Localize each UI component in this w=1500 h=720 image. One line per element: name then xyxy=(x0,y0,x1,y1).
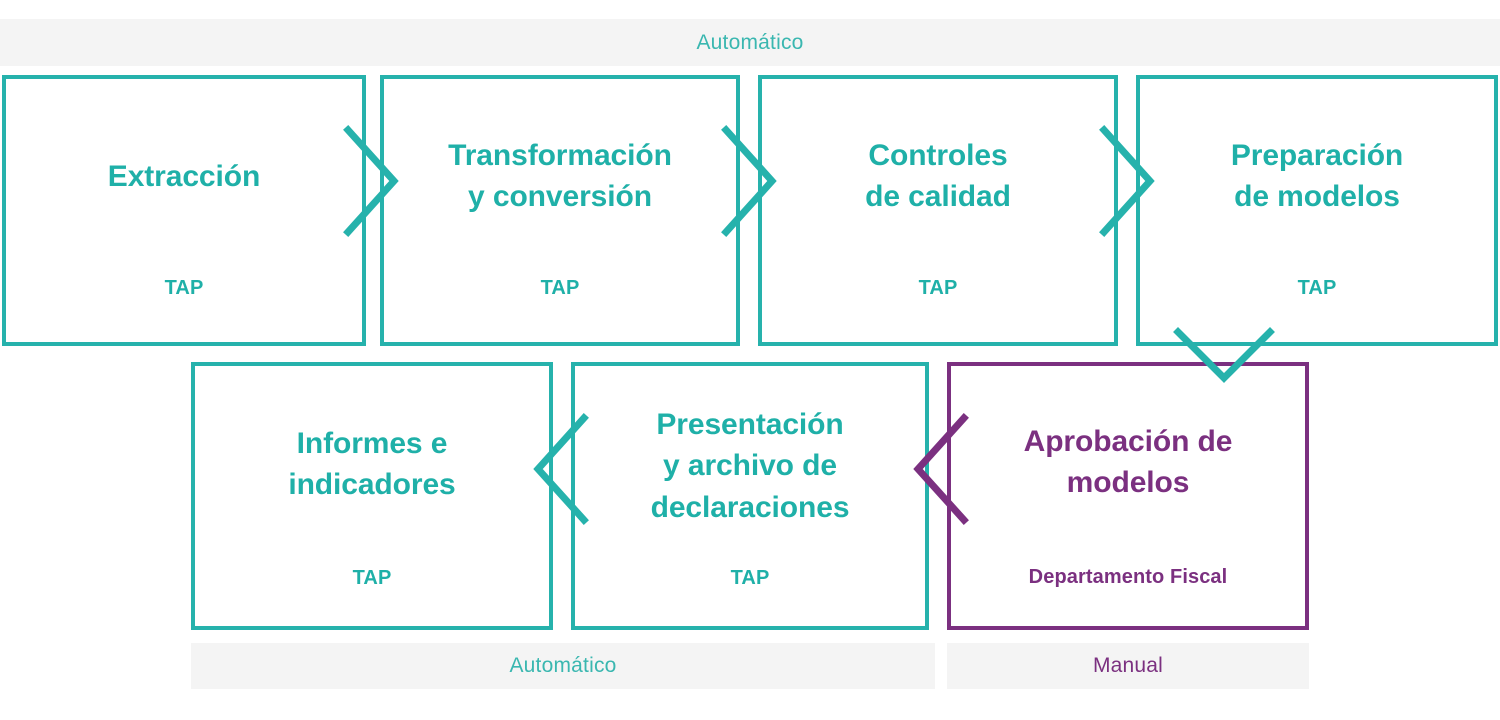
process-box-aprobacion-de-modelos[interactable]: Aprobación de modelos Departamento Fisca… xyxy=(947,362,1309,630)
process-title: Preparación de modelos xyxy=(1230,139,1404,214)
process-owner: TAP xyxy=(1297,277,1337,299)
process-title: Presentación y archivo de declaraciones xyxy=(650,408,850,524)
band-bottom-manual: Manual xyxy=(947,643,1309,689)
process-box-informes-e-indicadores[interactable]: Informes e indicadores TAP xyxy=(191,362,553,630)
process-box-presentacion-y-archivo[interactable]: Presentación y archivo de declaraciones … xyxy=(571,362,929,630)
process-owner: TAP xyxy=(730,567,770,589)
process-owner: TAP xyxy=(918,277,958,299)
process-title: Transformación y conversión xyxy=(448,139,672,214)
process-owner: TAP xyxy=(352,567,392,589)
process-box-controles-de-calidad[interactable]: Controles de calidad TAP xyxy=(758,75,1118,346)
band-bottom-right-label: Manual xyxy=(1092,654,1164,677)
band-top-label: Automático xyxy=(696,30,804,54)
process-title: Controles de calidad xyxy=(865,139,1011,214)
band-top-automatico: Automático xyxy=(0,19,1500,66)
band-bottom-automatico: Automático xyxy=(191,643,935,689)
process-title: Informes e indicadores xyxy=(288,427,456,502)
process-title: Extracción xyxy=(107,160,261,193)
band-bottom-left-label: Automático xyxy=(509,654,617,677)
process-box-preparacion-de-modelos[interactable]: Preparación de modelos TAP xyxy=(1136,75,1498,346)
process-owner: TAP xyxy=(164,277,204,299)
process-box-transformacion[interactable]: Transformación y conversión TAP xyxy=(380,75,740,346)
process-box-extraccion[interactable]: Extracción TAP xyxy=(2,75,366,346)
process-owner: Departamento Fiscal xyxy=(1028,566,1228,588)
process-owner: TAP xyxy=(540,277,580,299)
process-title: Aprobación de modelos xyxy=(1023,425,1233,500)
